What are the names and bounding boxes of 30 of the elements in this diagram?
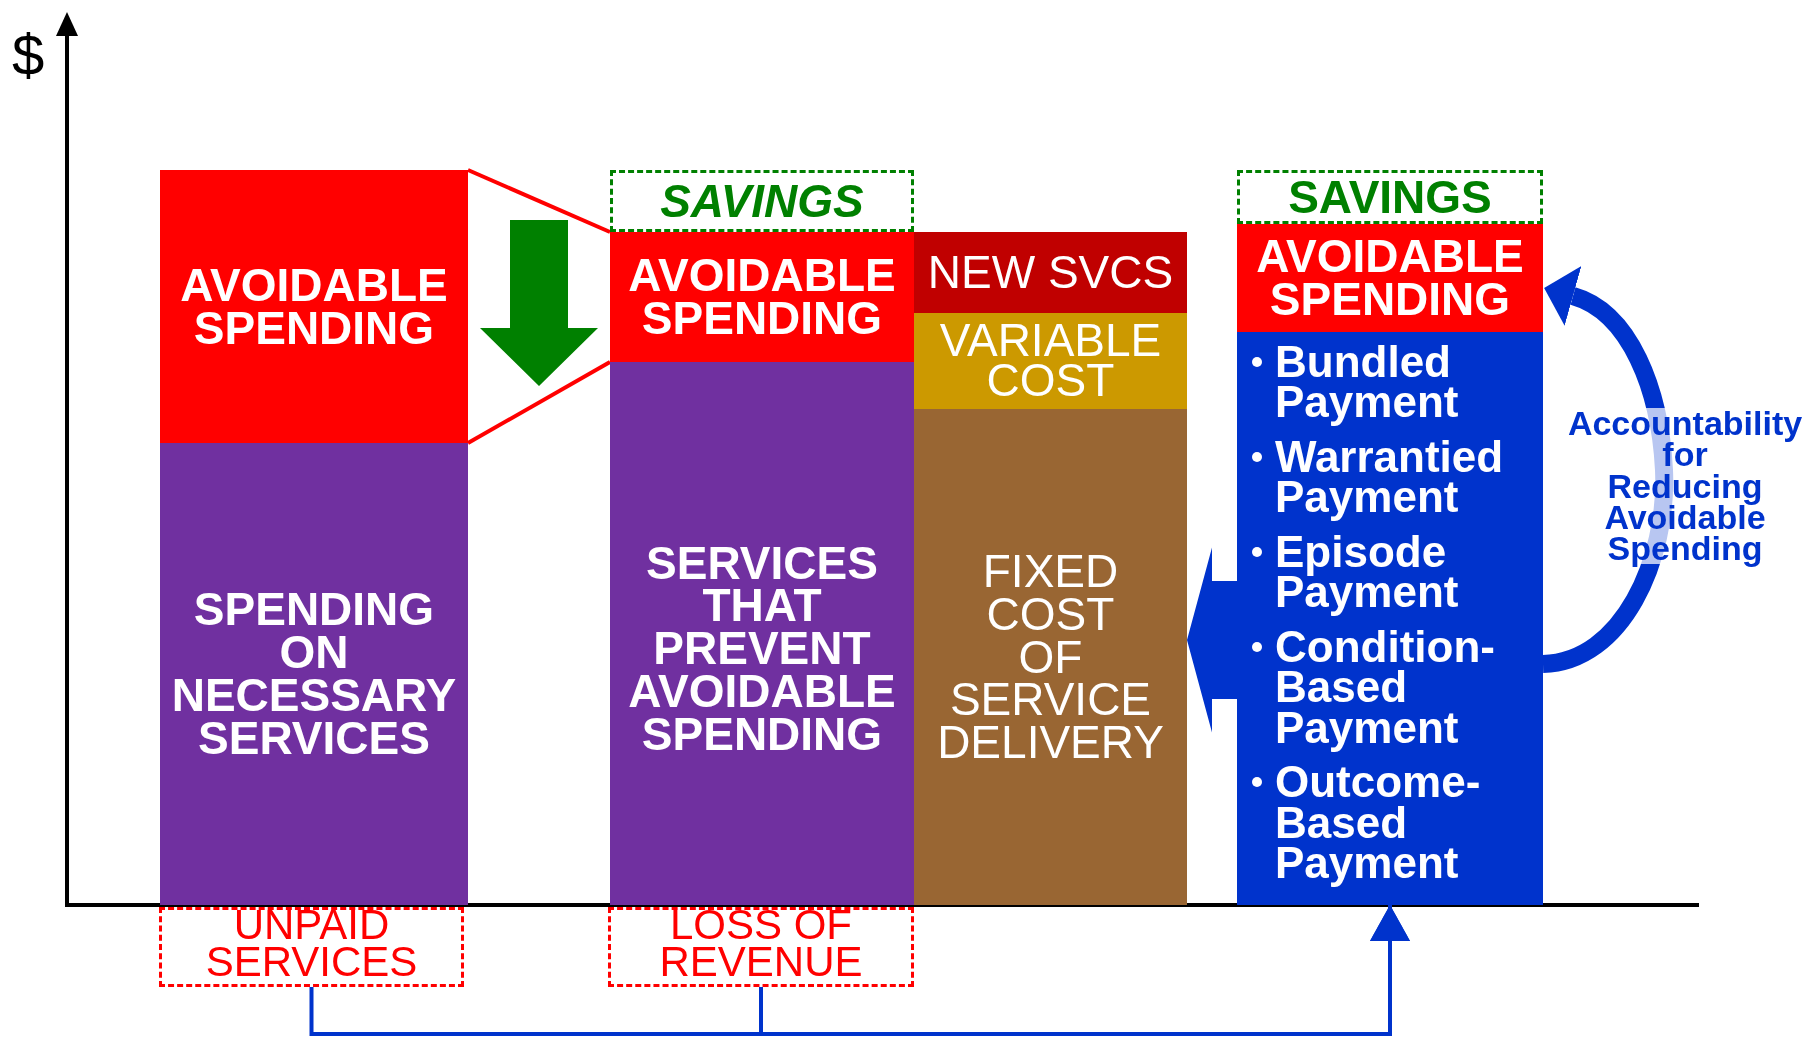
block-label: SPENDING ON NECESSARY SERVICES: [170, 588, 458, 760]
avoidable-spending-block: [160, 170, 468, 443]
block-label: SERVICES THAT PREVENT AVOIDABLE SPENDING: [627, 541, 897, 756]
block-label: VARIABLE COST: [938, 321, 1163, 401]
payment-models-panel: [1237, 332, 1543, 905]
block-label: AVOIDABLE SPENDING: [627, 254, 897, 340]
loss-of-revenue-dashed-box: [608, 907, 914, 987]
block-label: LOSS OF REVENUE: [658, 907, 864, 981]
preventive-services-block: [610, 362, 914, 905]
block-label: AVOIDABLE SPENDING: [179, 263, 449, 350]
avoidable-spending-block: [610, 232, 914, 362]
new-services-block: [914, 232, 1187, 313]
block-label: SAVINGS: [1288, 175, 1492, 219]
necessary-services-block: [160, 443, 468, 905]
connector-line: [467, 168, 611, 234]
block-label: FIXED COST OF SERVICE DELIVERY: [936, 550, 1165, 764]
variable-cost-block: [914, 313, 1187, 409]
block-label: NEW SVCS: [927, 251, 1174, 294]
avoidable-spending-block: [1237, 224, 1543, 332]
unpaid-services-dashed-box: [159, 907, 464, 987]
axis-label: $: [12, 26, 45, 84]
connector-line: [467, 360, 611, 445]
block-label: AVOIDABLE SPENDING: [1255, 235, 1525, 321]
fixed-cost-block: [914, 409, 1187, 905]
connector-arrow: [759, 905, 1410, 1036]
edge-label: Accountability for Reducing Avoidable Spending: [1565, 408, 1805, 565]
block-arrow: [480, 220, 598, 386]
block-arrow: [1187, 547, 1237, 733]
block-label: UNPAID SERVICES: [204, 907, 419, 981]
block-label: SAVINGS: [660, 179, 864, 223]
